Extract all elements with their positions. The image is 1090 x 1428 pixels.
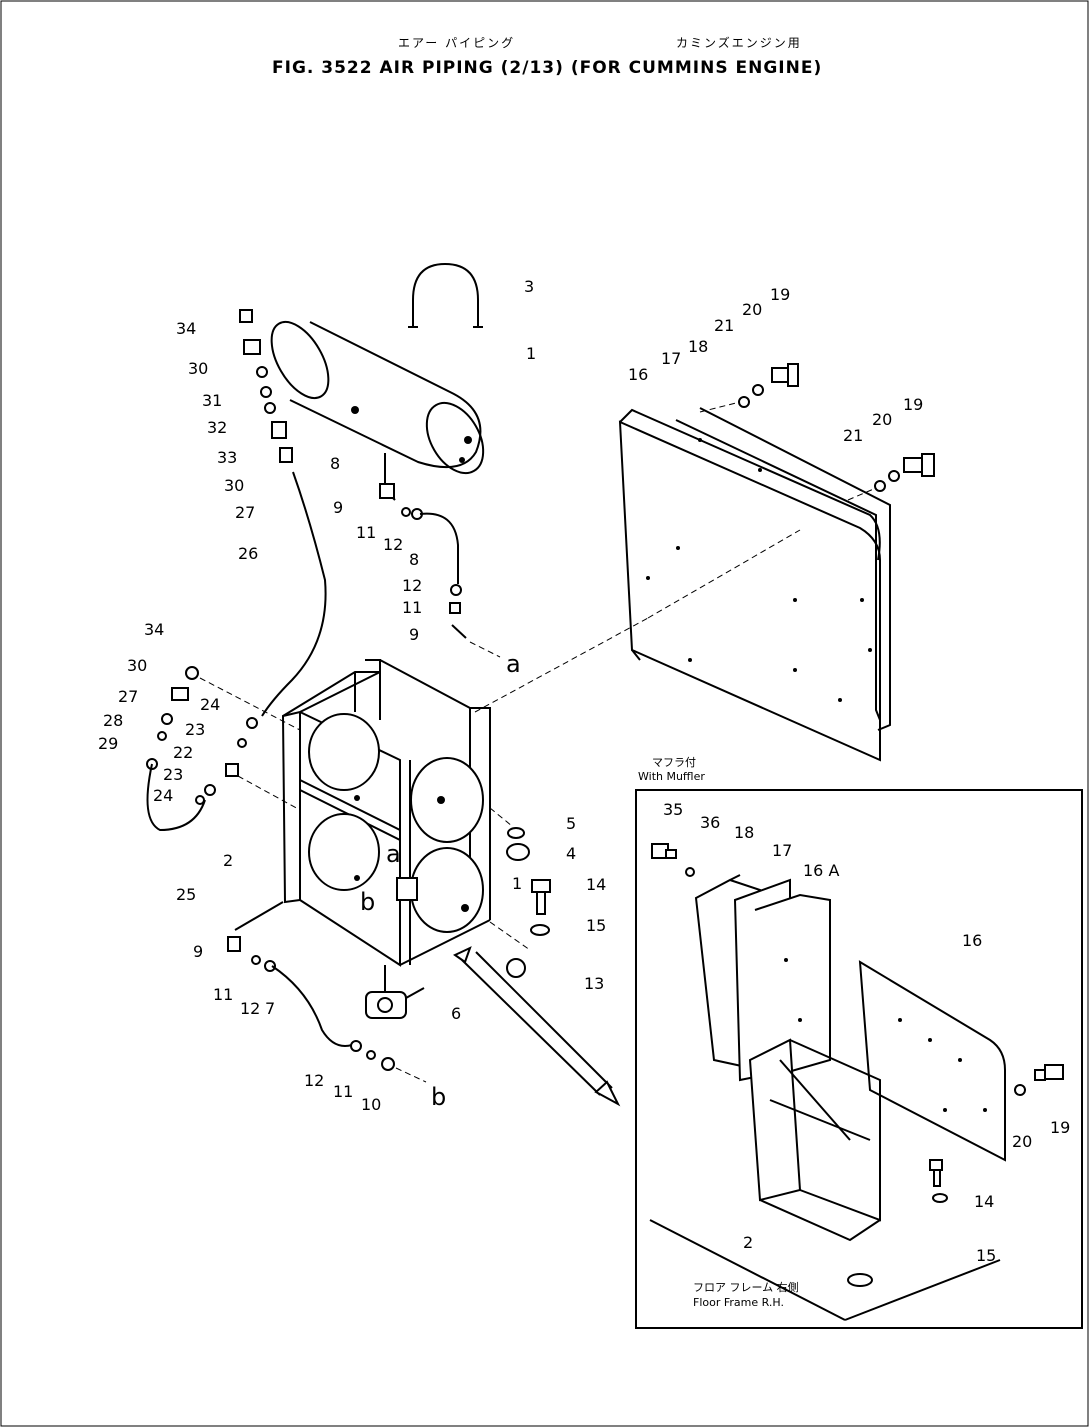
inset-callout-35: 35: [663, 800, 684, 819]
japanese-title-right: カミンズエンジン用: [676, 36, 802, 50]
inset-callout-16: 16: [962, 931, 983, 950]
tank-frame-part-2: [281, 659, 491, 967]
callout-30-b: 30: [224, 476, 245, 495]
callout-29: 29: [98, 734, 119, 753]
callout-20-right: 20: [872, 410, 893, 429]
callout-7: 7: [265, 999, 276, 1018]
callout-21-right: 21: [843, 426, 864, 445]
callout-12-bottom: 12: [240, 999, 261, 1018]
callout-26: 26: [238, 544, 259, 563]
callout-27-left: 27: [118, 687, 139, 706]
inset-callout-2: 2: [743, 1233, 754, 1252]
u-bolt-part-3: [412, 262, 479, 327]
lower-pipe-assembly: [227, 901, 427, 1083]
inset-callout-17: 17: [772, 841, 793, 860]
inset-callout-20: 20: [1012, 1132, 1033, 1151]
panel-assembly-16-17-18: [618, 407, 891, 762]
callout-17: 17: [661, 349, 682, 368]
callout-33: 33: [217, 448, 238, 467]
callout-30-top: 30: [188, 359, 209, 378]
callout-9-top: 9: [333, 498, 344, 517]
inset-floor-japanese: フロア フレーム 右側: [693, 1281, 799, 1294]
hose-part-26: [261, 471, 327, 717]
callout-2: 2: [223, 851, 234, 870]
callout-9-bottom: 9: [193, 942, 204, 961]
callout-11-bottom-2: 11: [333, 1082, 354, 1101]
callout-1-tank: 1: [526, 344, 537, 363]
callout-30-left: 30: [127, 656, 148, 675]
callout-34-left: 34: [144, 620, 165, 639]
inset-callout-15: 15: [976, 1246, 997, 1265]
callout-a-frame: a: [386, 840, 401, 868]
inset-callout-16a: 16 A: [803, 861, 840, 880]
callout-6: 6: [451, 1004, 462, 1023]
inset-title: With Muffler: [638, 770, 705, 783]
callout-12-top: 12: [383, 535, 404, 554]
callout-25: 25: [176, 885, 197, 904]
inset-japanese-title: マフラ付: [652, 756, 696, 769]
callout-8-hose: 8: [409, 550, 420, 569]
callout-19-right: 19: [903, 395, 924, 414]
callout-11-top: 11: [356, 523, 377, 542]
inset-callout-14: 14: [974, 1192, 995, 1211]
callout-18: 18: [688, 337, 709, 356]
callout-19-top: 19: [770, 285, 791, 304]
callout-b-frame: b: [360, 888, 376, 916]
callout-15: 15: [586, 916, 607, 935]
inset-callout-19: 19: [1050, 1118, 1071, 1137]
callout-4: 4: [566, 844, 577, 863]
callout-9-mid: 9: [409, 625, 420, 644]
callout-21-top: 21: [714, 316, 735, 335]
callout-27-top: 27: [235, 503, 256, 522]
arrow-to-inset: [461, 959, 601, 1096]
callout-22: 22: [173, 743, 194, 762]
fitting-stack-upper: [239, 309, 293, 463]
callout-1-frame: 1: [512, 874, 523, 893]
callout-3: 3: [524, 277, 535, 296]
muffler-inset-frame: [635, 789, 1083, 1329]
callout-20-top: 20: [742, 300, 763, 319]
callout-23-a: 23: [185, 720, 206, 739]
callout-12-bottom-2: 12: [304, 1071, 325, 1090]
callout-10: 10: [361, 1095, 382, 1114]
bolt-set-upper: [699, 363, 799, 413]
callout-8-left: 8: [330, 454, 341, 473]
inset-callout-18: 18: [734, 823, 755, 842]
callout-11-bottom: 11: [213, 985, 234, 1004]
figure-title: FIG. 3522 AIR PIPING (2/13) (FOR CUMMINS…: [272, 58, 823, 78]
air-tank-part-1: [270, 321, 485, 475]
left-fittings-and-hose-25: [146, 666, 301, 832]
right-small-parts: [489, 807, 551, 978]
callout-b-bottom: b: [431, 1083, 447, 1111]
callout-24-b: 24: [153, 786, 174, 805]
callout-16: 16: [628, 365, 649, 384]
inset-floor-english: Floor Frame R.H.: [693, 1296, 784, 1309]
callout-12-mid: 12: [402, 576, 423, 595]
callout-5: 5: [566, 814, 577, 833]
upper-pipe-assembly: [379, 453, 501, 658]
callout-a-top: a: [506, 650, 521, 678]
bolt-set-right: [847, 453, 935, 501]
callout-31: 31: [202, 391, 223, 410]
callout-24-a: 24: [200, 695, 221, 714]
valve-part-6: [365, 965, 425, 1019]
callout-28: 28: [103, 711, 124, 730]
callout-14: 14: [586, 875, 607, 894]
callout-13: 13: [584, 974, 605, 993]
callout-23-b: 23: [163, 765, 184, 784]
japanese-title-left: エアー パイピング: [398, 36, 516, 50]
inset-callout-36: 36: [700, 813, 721, 832]
callout-32: 32: [207, 418, 228, 437]
inset-drawing: [649, 843, 1064, 1321]
callout-11-mid: 11: [402, 598, 423, 617]
callout-34-top: 34: [176, 319, 197, 338]
